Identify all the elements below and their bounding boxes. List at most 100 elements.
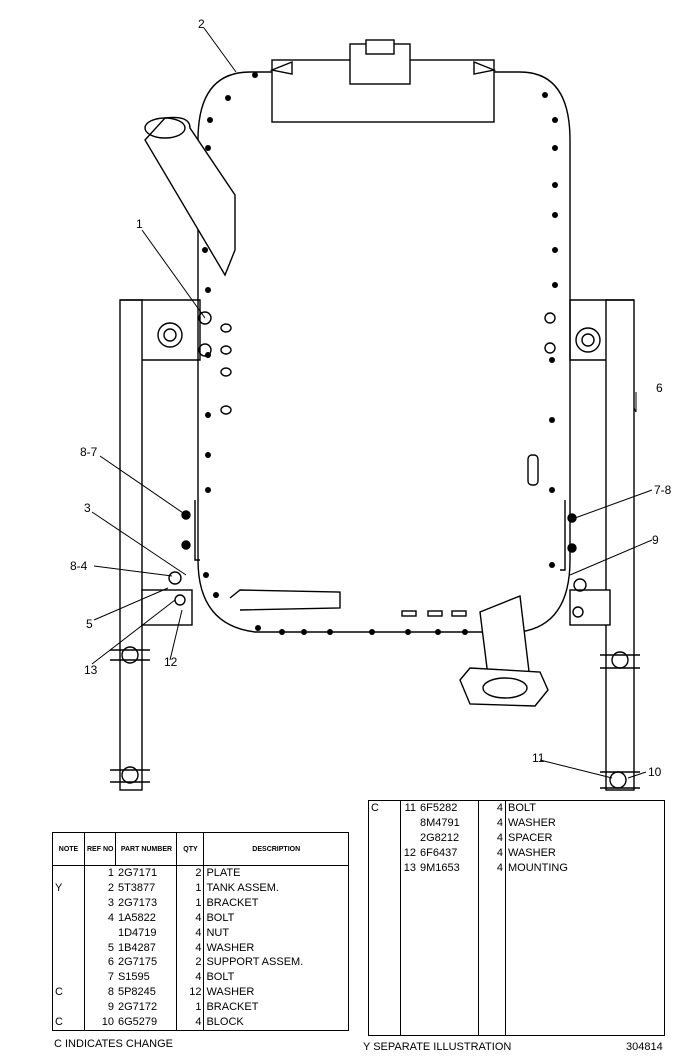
cell-part: 2G8212 — [418, 830, 479, 846]
callout-1: 1 — [136, 217, 143, 231]
cell-ref: 3 — [107, 896, 114, 909]
cell-qty: 1 — [176, 895, 205, 911]
cell-note: Y — [52, 880, 85, 896]
cell-part: S1595 — [115, 970, 178, 986]
cell-desc: MOUNTING — [508, 861, 568, 874]
radiator-assembly-diagram: 2 1 6 8-7 3 8-4 5 13 12 7-8 9 11 10 — [70, 17, 672, 791]
cell-desc: BOLT — [206, 911, 235, 924]
filler-cell — [506, 876, 665, 1036]
cell-part: 1D4719 — [115, 925, 178, 941]
cell-qty: 4 — [176, 925, 205, 941]
callout-6: 6 — [656, 381, 663, 395]
cell-part: 1A5822 — [115, 910, 178, 926]
callout-8-7: 8-7 — [80, 445, 98, 459]
parts-list-table-left: NOTE REF NO PART NUMBER QTY DESCRIPTION … — [52, 832, 349, 1031]
callout-8-4: 8-4 — [70, 559, 88, 573]
cell-desc: TANK ASSEM. — [206, 881, 279, 894]
cell-qty: 4 — [176, 910, 205, 926]
cell-ref: 11 — [404, 802, 416, 814]
cell-note — [52, 1000, 85, 1016]
illustration-number: 304814 — [626, 1041, 663, 1053]
cell-desc: SUPPORT ASSEM. — [206, 956, 304, 969]
cell-part: 2G7175 — [115, 955, 178, 971]
tank-bolts — [202, 72, 558, 635]
cell-qty: 1 — [176, 880, 205, 896]
table-filler-row — [368, 875, 665, 1036]
cell-note — [52, 955, 85, 971]
cell-note — [52, 970, 85, 986]
cell-part: 1B4287 — [115, 940, 178, 956]
cell-ref: 10 — [101, 1016, 114, 1029]
cell-ref: 7 — [107, 971, 114, 984]
cell-note — [52, 895, 85, 911]
cell-ref: 13 — [403, 861, 416, 874]
plate-washers — [198, 311, 556, 415]
cell-note — [52, 910, 85, 926]
separate-illustration-note: Y SEPARATE ILLUSTRATION — [363, 1041, 512, 1053]
cell-qty: 4 — [478, 800, 506, 816]
cell-desc: PLATE — [206, 867, 241, 879]
cell-desc: WASHER — [508, 846, 556, 859]
callout-2: 2 — [198, 17, 205, 31]
cell-note — [52, 940, 85, 956]
cell-ref: 5 — [107, 941, 114, 954]
callout-10: 10 — [648, 765, 662, 779]
cell-part: 6G5279 — [115, 1015, 178, 1031]
cell-note: C — [52, 1015, 85, 1031]
filler-cell — [478, 875, 506, 1036]
header-part-number: PART NUMBER — [115, 832, 178, 866]
header-ref-no: REF NO — [84, 832, 117, 866]
callout-9: 9 — [652, 533, 659, 547]
cell-ref — [401, 831, 419, 846]
cell-desc: BRACKET — [206, 1001, 259, 1014]
cell-qty: 4 — [478, 830, 506, 846]
tank-outline — [197, 71, 571, 633]
cell-part: 6F5282 — [418, 800, 479, 816]
cell-desc: BLOCK — [206, 1016, 244, 1029]
cell-desc: NUT — [206, 926, 230, 939]
right-support-assembly — [527, 299, 640, 791]
cell-note — [368, 815, 401, 831]
cell-qty: 4 — [478, 845, 506, 861]
cell-desc: SPACER — [508, 831, 553, 844]
cell-qty: 4 — [176, 970, 205, 986]
callout-13: 13 — [84, 663, 98, 677]
header-qty: QTY — [176, 832, 205, 866]
callout-7-8: 7-8 — [654, 483, 672, 497]
cell-qty: 12 — [176, 985, 205, 1001]
cell-part: 9M1653 — [418, 860, 479, 876]
cell-ref: 8 — [107, 986, 114, 999]
cell-desc: BRACKET — [206, 896, 259, 909]
cell-note — [368, 830, 401, 846]
leader-lines — [91, 27, 653, 779]
cell-part: 8M4791 — [418, 815, 479, 831]
cell-note — [368, 845, 401, 861]
upper-hose-pipe — [144, 116, 236, 277]
cell-qty: 1 — [176, 1000, 205, 1016]
cell-note: C — [52, 985, 85, 1001]
cell-qty: 4 — [176, 1015, 205, 1031]
cell-note — [52, 865, 85, 881]
callout-11: 11 — [532, 751, 545, 765]
cell-part: 6F6437 — [418, 845, 479, 861]
left-support-assembly — [110, 299, 201, 791]
cell-ref: 6 — [107, 956, 114, 969]
cell-ref: 4 — [107, 911, 114, 924]
filler-cell — [401, 876, 419, 1036]
cell-part: 2G7173 — [115, 895, 178, 911]
